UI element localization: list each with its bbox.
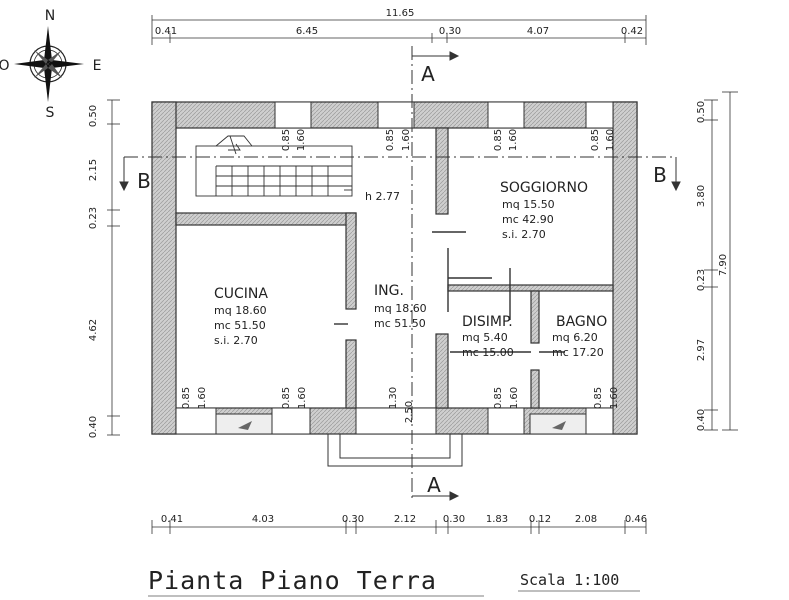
dim-left-2: 2.15: [88, 159, 99, 181]
left-dimension-lines: [107, 99, 120, 436]
plan-scale: Scala 1:100: [520, 571, 619, 589]
win-top3-sill: 0.85: [493, 129, 504, 151]
win-bot4-sill: 0.85: [593, 387, 604, 409]
dim-bottom-4: 2.12: [394, 514, 416, 525]
dim-top-1: 0.41: [155, 26, 177, 37]
entrance-steps: [215, 413, 587, 467]
dim-right-5: 0.40: [696, 409, 707, 431]
ingresso-mc: mc 51.50: [374, 317, 426, 330]
door-height: 1.30: [388, 387, 399, 409]
disimpegno-mq: mq 5.40: [462, 331, 508, 344]
dim-top-total: 11.65: [386, 8, 415, 19]
win-top1-height: 1.60: [296, 129, 307, 151]
dim-top-4: 4.07: [527, 26, 549, 37]
fixtures: [334, 231, 565, 353]
win-bot2-sill: 0.85: [281, 387, 292, 409]
win-bot4-height: 1.60: [609, 387, 620, 409]
win-bot1-height: 1.60: [197, 387, 208, 409]
entrance-opening: [355, 407, 437, 435]
soggiorno-name: SOGGIORNO: [500, 180, 588, 196]
section-line-b: [119, 156, 681, 192]
win-bot1-sill: 0.85: [181, 387, 192, 409]
bagno-mq: mq 6.20: [552, 331, 598, 344]
cucina-si: s.i. 2.70: [214, 334, 258, 347]
win-top4-sill: 0.85: [590, 129, 601, 151]
win-top1-sill: 0.85: [281, 129, 292, 151]
compass-east: E: [93, 58, 102, 74]
win-top2-height: 1.60: [401, 129, 412, 151]
dim-left-3: 0.23: [88, 207, 99, 229]
dim-bottom-2: 4.03: [252, 514, 274, 525]
dim-top-2: 6.45: [296, 26, 318, 37]
dim-left-4: 4.62: [88, 319, 99, 341]
soggiorno-mq: mq 15.50: [502, 198, 555, 211]
plan-title: Pianta Piano Terra: [148, 566, 437, 595]
disimpegno-mc: mc 15.00: [462, 346, 514, 359]
section-a-bottom-label: A: [427, 473, 441, 497]
win-top4-height: 1.60: [605, 129, 616, 151]
dim-bottom-1: 0.41: [161, 514, 183, 525]
dim-left-5: 0.40: [88, 416, 99, 438]
dim-bottom-8: 2.08: [575, 514, 597, 525]
section-b-left-label: B: [137, 169, 151, 193]
win-bot3-sill: 0.85: [493, 387, 504, 409]
section-b-right-label: B: [653, 163, 667, 187]
dim-right-total: 7.90: [718, 254, 729, 276]
soggiorno-mc: mc 42.90: [502, 213, 554, 226]
dim-right-2: 3.80: [696, 185, 707, 207]
compass-south: S: [46, 105, 55, 121]
compass-west: O: [0, 58, 10, 74]
right-dimension-lines: [704, 91, 738, 431]
dim-bottom-3: 0.30: [342, 514, 364, 525]
ingresso-name: ING.: [374, 283, 404, 299]
soggiorno-si: s.i. 2.70: [502, 228, 546, 241]
dim-top-5: 0.42: [621, 26, 643, 37]
win-bot2-height: 1.60: [297, 387, 308, 409]
door-width: 2.50: [404, 401, 415, 423]
dim-bottom-6: 1.83: [486, 514, 508, 525]
top-dimension-lines: [151, 15, 647, 45]
section-line-a: [411, 46, 460, 501]
room-ingresso: ING. mq 18.60 mc 51.50: [374, 283, 427, 330]
bottom-windows: [175, 407, 614, 435]
dim-bottom-7: 0.12: [529, 514, 551, 525]
staircase: [195, 135, 353, 197]
bagno-mc: mc 17.20: [552, 346, 604, 359]
disimpegno-name: DISIMP.: [462, 314, 513, 330]
cucina-mc: mc 51.50: [214, 319, 266, 332]
compass-north: N: [45, 8, 55, 24]
dim-right-1: 0.50: [696, 101, 707, 123]
dim-bottom-9: 0.46: [625, 514, 647, 525]
win-top3-height: 1.60: [508, 129, 519, 151]
room-bagno: BAGNO mq 6.20 mc 17.20: [552, 314, 607, 359]
room-disimpegno: DISIMP. mq 5.40 mc 15.00: [462, 314, 514, 359]
ceiling-height: h 2.77: [365, 190, 400, 203]
bagno-name: BAGNO: [556, 314, 607, 330]
triangle-mark-left: [238, 421, 252, 430]
win-bot3-height: 1.60: [509, 387, 520, 409]
top-windows: [274, 101, 614, 129]
dim-top-3: 0.30: [439, 26, 461, 37]
room-cucina: CUCINA mq 18.60 mc 51.50 s.i. 2.70: [214, 286, 268, 347]
dim-right-3: 0.23: [696, 269, 707, 291]
ingresso-mq: mq 18.60: [374, 302, 427, 315]
win-top2-sill: 0.85: [385, 129, 396, 151]
dim-bottom-5: 0.30: [443, 514, 465, 525]
bottom-dimension-lines: [151, 520, 647, 534]
room-soggiorno: SOGGIORNO mq 15.50 mc 42.90 s.i. 2.70: [500, 180, 588, 241]
cucina-mq: mq 18.60: [214, 304, 267, 317]
section-a-top-label: A: [421, 62, 435, 86]
dim-right-4: 2.97: [696, 339, 707, 361]
dim-left-1: 0.50: [88, 105, 99, 127]
cucina-name: CUCINA: [214, 286, 268, 302]
triangle-mark-right: [552, 421, 566, 430]
compass-rose-icon: [14, 26, 84, 102]
